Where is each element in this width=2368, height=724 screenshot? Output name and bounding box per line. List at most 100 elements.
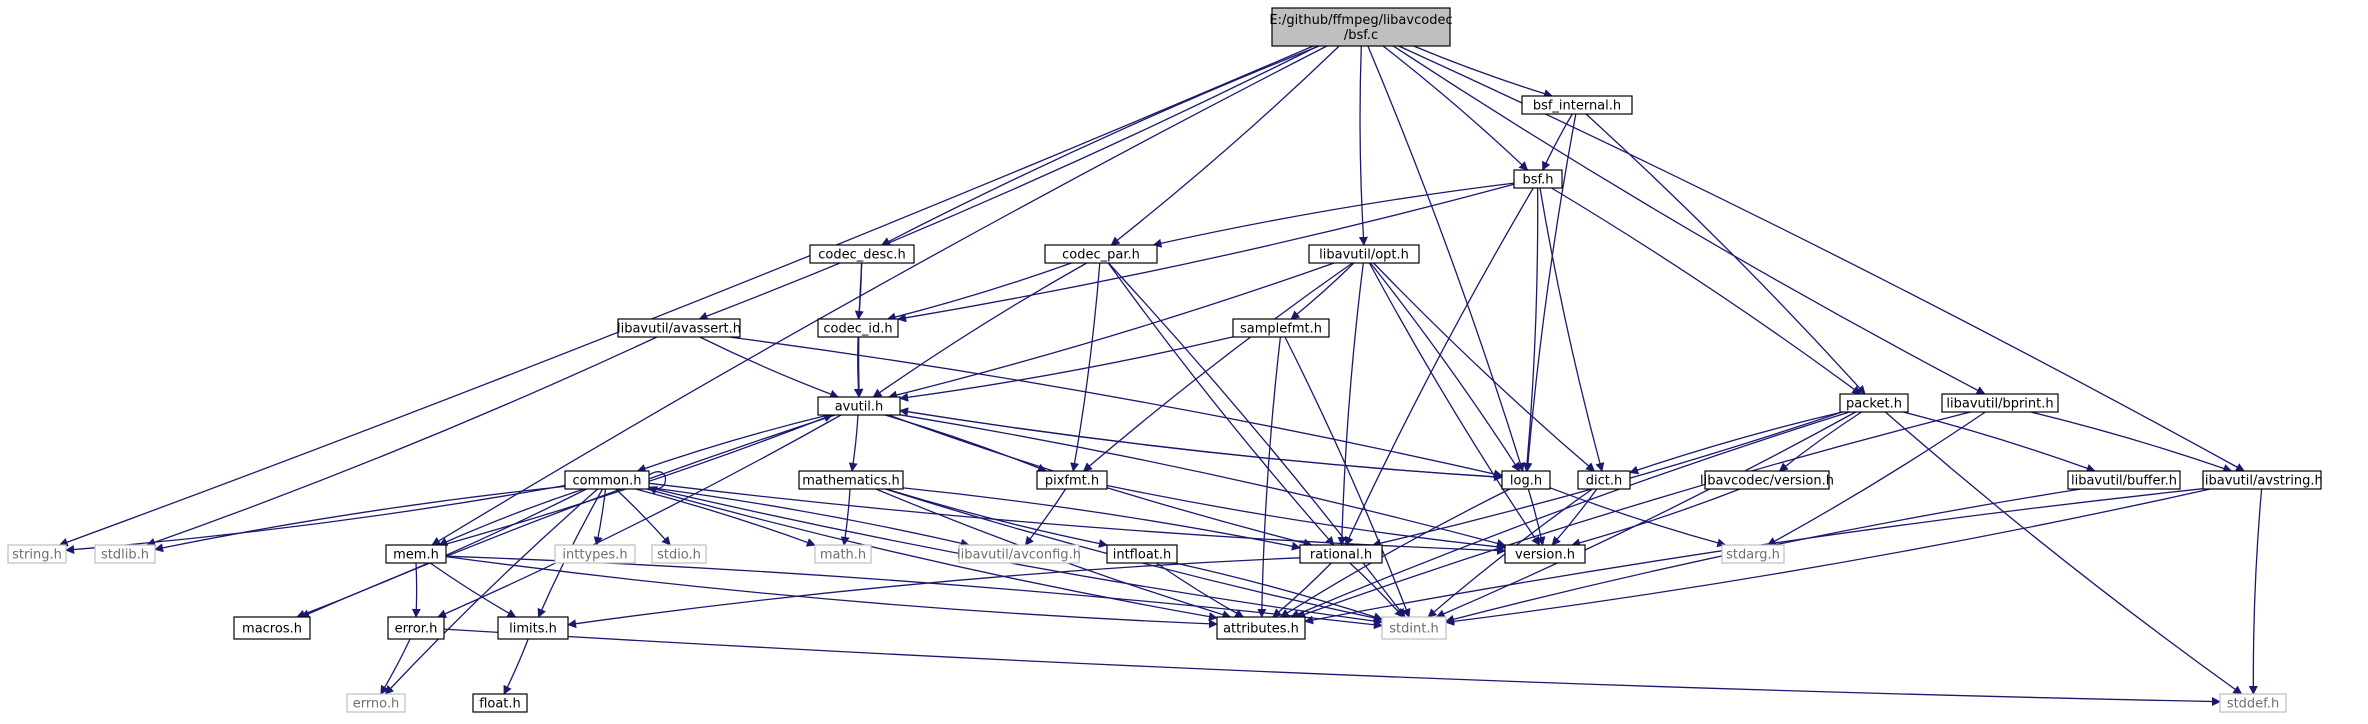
- edge-log_h-to-attributes: [1279, 488, 1511, 618]
- node-label: libavutil/buffer.h: [2071, 474, 2177, 489]
- edge-opt_h-to-version_h: [1368, 262, 1541, 546]
- node-box: [1839, 393, 1909, 413]
- node-avutil[interactable]: avutil.h: [817, 396, 901, 416]
- node-codec-id[interactable]: codec_id.h: [817, 318, 899, 338]
- edge-limits_h-to-float_h: [503, 638, 529, 695]
- node-bsf-internal[interactable]: bsf_internal.h: [1521, 95, 1633, 115]
- edge-bsf_h-to-codec_id: [897, 183, 1515, 323]
- node-bprint[interactable]: libavutil/bprint.h: [1941, 393, 2059, 413]
- node-box: [1721, 544, 1785, 564]
- node-inttypes: inttypes.h: [554, 544, 636, 564]
- node-bsfc[interactable]: E:/github/ffmpeg/libavcodec/bsf.c: [1269, 7, 1453, 47]
- edge-packet-to-dict: [1629, 411, 1843, 475]
- edge-codec_par-to-avutil: [872, 262, 1088, 398]
- node-label: version.h: [1515, 548, 1575, 563]
- node-stdio-h: stdio.h: [651, 544, 707, 564]
- edge-log_h-to-avutil: [899, 407, 1503, 478]
- node-attributes[interactable]: attributes.h: [1216, 616, 1306, 640]
- node-intfloat[interactable]: intfloat.h: [1106, 544, 1178, 564]
- edge-bsf_internal-to-packet: [1585, 113, 1866, 395]
- node-samplefmt[interactable]: samplefmt.h: [1232, 318, 1330, 338]
- edge-avutil-to-pixfmt: [884, 414, 1047, 473]
- node-mem-h[interactable]: mem.h: [385, 544, 447, 564]
- edge-bsfc-to-codec_desc: [880, 45, 1320, 246]
- edge-packet-to-lavcver: [1778, 411, 1862, 472]
- node-label: stdlib.h: [101, 548, 149, 563]
- edge-mathematics-to-rational: [902, 487, 1301, 551]
- edge-codec_par-to-codec_id: [886, 262, 1072, 322]
- node-common[interactable]: common.h: [564, 470, 650, 490]
- edge-common-to-stdint: [648, 487, 1383, 626]
- node-label: libavutil/opt.h: [1319, 248, 1409, 263]
- edge-avassert-to-avutil: [699, 336, 840, 399]
- node-lavcver[interactable]: libavcodec/version.h: [1700, 470, 1834, 490]
- node-label: codec_desc.h: [818, 248, 906, 263]
- node-box: [1513, 169, 1563, 189]
- node-label: codec_id.h: [823, 322, 892, 337]
- edge-opt_h-to-dict: [1373, 262, 1596, 472]
- edge-common-to-mem_h: [438, 488, 585, 546]
- edge-opt_h-to-avutil: [888, 262, 1335, 400]
- node-mathematics[interactable]: mathematics.h: [798, 470, 904, 490]
- node-box: [387, 616, 445, 640]
- node-avassert[interactable]: libavutil/avassert.h: [617, 318, 741, 338]
- node-macros[interactable]: macros.h: [233, 616, 311, 640]
- node-label: codec_par.h: [1062, 248, 1140, 263]
- node-codec-desc[interactable]: codec_desc.h: [809, 244, 915, 264]
- node-label: log.h: [1510, 474, 1542, 489]
- edge-bsf_internal-to-bsf_h: [1542, 113, 1573, 171]
- edge-codec_par-to-rational: [1107, 262, 1335, 546]
- node-box: [617, 318, 741, 338]
- node-label: libavcodec/version.h: [1700, 474, 1834, 489]
- node-packet[interactable]: packet.h: [1839, 393, 1909, 413]
- node-label: dict.h: [1586, 474, 1622, 489]
- edge-mem_h-to-error_h: [411, 562, 421, 618]
- node-version-h[interactable]: version.h: [1504, 544, 1586, 564]
- node-label: libavutil/avassert.h: [617, 322, 741, 337]
- edge-opt_h-to-pixfmt: [1082, 262, 1353, 472]
- edge-bsf_h-to-rational: [1345, 187, 1534, 546]
- node-label: stdint.h: [1389, 622, 1438, 637]
- edge-common-to-avconfig: [648, 486, 970, 548]
- edge-avutil-to-mathematics: [848, 414, 859, 472]
- edge-opt_h-to-rational: [1337, 262, 1364, 546]
- node-dict[interactable]: dict.h: [1577, 470, 1631, 490]
- node-box: [233, 616, 311, 640]
- node-float-h[interactable]: float.h: [472, 693, 528, 713]
- edge-samplefmt-to-stdint: [1284, 336, 1411, 618]
- node-box: [1941, 393, 2059, 413]
- edge-mem_h-to-attributes: [445, 555, 1218, 629]
- node-errno-h: errno.h: [346, 693, 406, 713]
- node-label: libavutil/avconfig.h: [957, 548, 1081, 563]
- edge-packet-to-attributes: [1290, 411, 1850, 618]
- node-codec-par[interactable]: codec_par.h: [1044, 244, 1158, 264]
- edge-bprint-to-attributes: [1296, 411, 1971, 619]
- node-opt-h[interactable]: libavutil/opt.h: [1308, 244, 1420, 264]
- node-label: math.h: [820, 548, 866, 563]
- node-log-h[interactable]: log.h: [1501, 470, 1551, 490]
- node-pixfmt[interactable]: pixfmt.h: [1036, 470, 1108, 490]
- edge-lavcver-to-version_h: [1571, 488, 1741, 548]
- node-buffer[interactable]: libavutil/buffer.h: [2067, 470, 2181, 490]
- node-bsf-h[interactable]: bsf.h: [1513, 169, 1563, 189]
- edge-bsf_h-to-log_h: [1522, 187, 1539, 472]
- edge-bsfc-to-opt_h: [1358, 45, 1368, 246]
- node-box: [798, 470, 904, 490]
- edge-avutil-to-version_h: [899, 414, 1506, 548]
- node-box: [1504, 544, 1586, 564]
- edge-common-to-common: [648, 471, 667, 495]
- node-box: [958, 544, 1080, 564]
- node-limits-h[interactable]: limits.h: [497, 616, 569, 640]
- edge-intfloat-to-attributes: [1156, 562, 1245, 618]
- node-box: [346, 693, 406, 713]
- edge-bsfc-to-mem_h: [431, 45, 1328, 546]
- node-label: samplefmt.h: [1240, 322, 1322, 337]
- node-avstring[interactable]: libavutil/avstring.h: [2201, 470, 2323, 490]
- edge-avstring-to-stdint: [1445, 488, 2211, 626]
- node-rational[interactable]: rational.h: [1299, 544, 1383, 564]
- edge-avutil-to-common: [636, 414, 829, 473]
- node-error-h[interactable]: error.h: [387, 616, 445, 640]
- node-stddef: stddef.h: [2219, 693, 2287, 713]
- node-label: string.h: [12, 548, 62, 563]
- edge-codec_par-to-stdint: [1108, 262, 1406, 618]
